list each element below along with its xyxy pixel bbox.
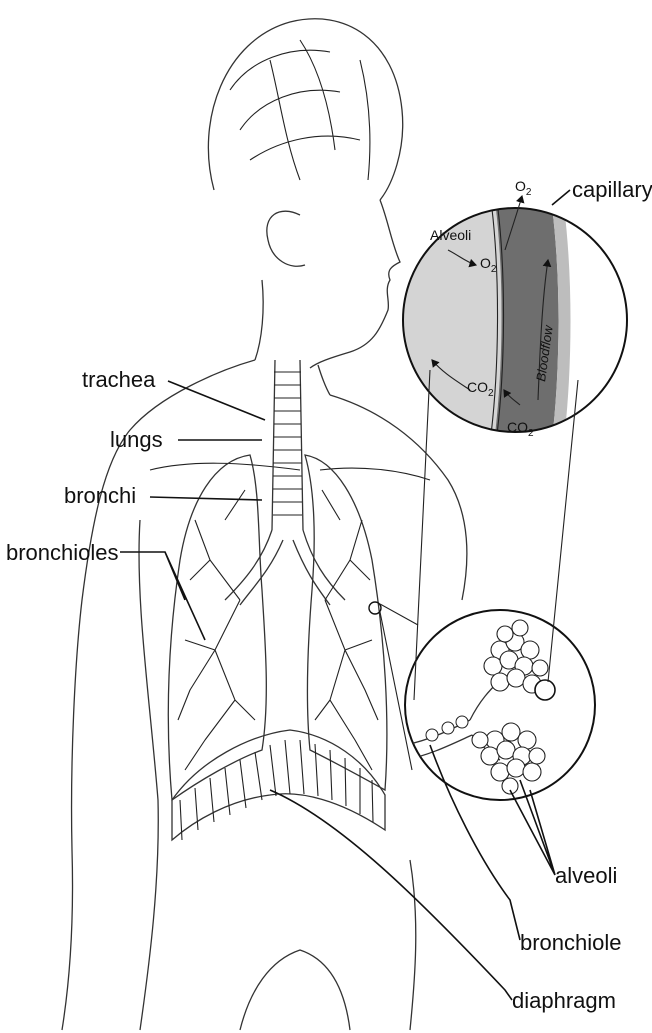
- inset-o2-top: O2: [515, 178, 532, 198]
- trachea-leader: [168, 381, 265, 420]
- diaphragm-leader: [270, 790, 512, 1000]
- label-diaphragm: diaphragm: [512, 988, 616, 1013]
- label-capillary: capillary: [572, 177, 652, 202]
- label-lungs: lungs: [110, 427, 163, 452]
- label-bronchioles: bronchioles: [6, 540, 119, 565]
- bronchioles-leader: [120, 552, 205, 640]
- trachea-structure: [225, 360, 345, 605]
- capillary-leader: [552, 190, 570, 205]
- label-trachea: trachea: [82, 367, 156, 392]
- bronchi-leader: [150, 497, 262, 500]
- diaphragm-muscle: [172, 730, 385, 840]
- right-lung: [305, 455, 387, 790]
- left-lung: [168, 455, 266, 800]
- label-bronchi: bronchi: [64, 483, 136, 508]
- inset-alveoli-title: Alveoli: [430, 227, 471, 243]
- human-figure: [62, 19, 467, 1030]
- alveoli-inset: [369, 602, 595, 800]
- label-alveoli: alveoli: [555, 863, 617, 888]
- label-bronchiole: bronchiole: [520, 930, 622, 955]
